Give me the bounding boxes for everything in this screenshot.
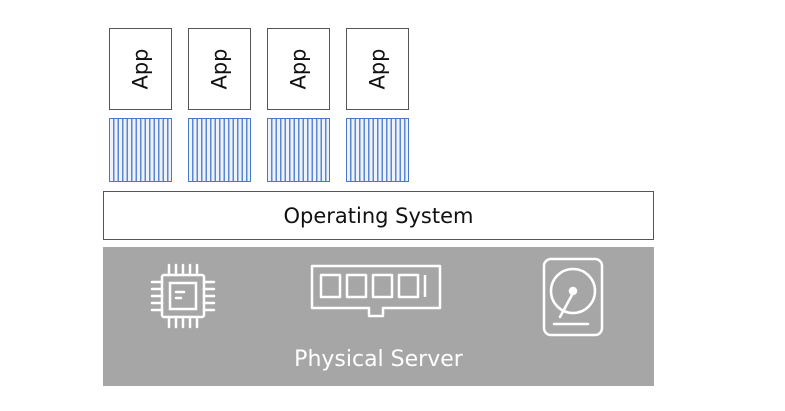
bins-libs-block	[109, 118, 172, 182]
physical-server-label: Physical Server	[294, 347, 463, 372]
app-label: App	[365, 48, 390, 90]
app-box: App	[346, 28, 409, 110]
memory-icon	[309, 262, 443, 322]
operating-system-label: Operating System	[283, 203, 474, 228]
physical-server-layer: Physical Server	[103, 247, 654, 386]
bins-libs-block	[267, 118, 330, 182]
operating-system-layer: Operating System	[103, 191, 654, 240]
app-label: App	[128, 48, 153, 90]
hard-drive-icon	[540, 255, 606, 339]
cpu-icon	[145, 258, 221, 334]
app-box: App	[267, 28, 330, 110]
app-box: App	[109, 28, 172, 110]
app-label: App	[207, 48, 232, 90]
app-label: App	[286, 48, 311, 90]
bins-libs-block	[188, 118, 251, 182]
bins-libs-block	[346, 118, 409, 182]
app-box: App	[188, 28, 251, 110]
